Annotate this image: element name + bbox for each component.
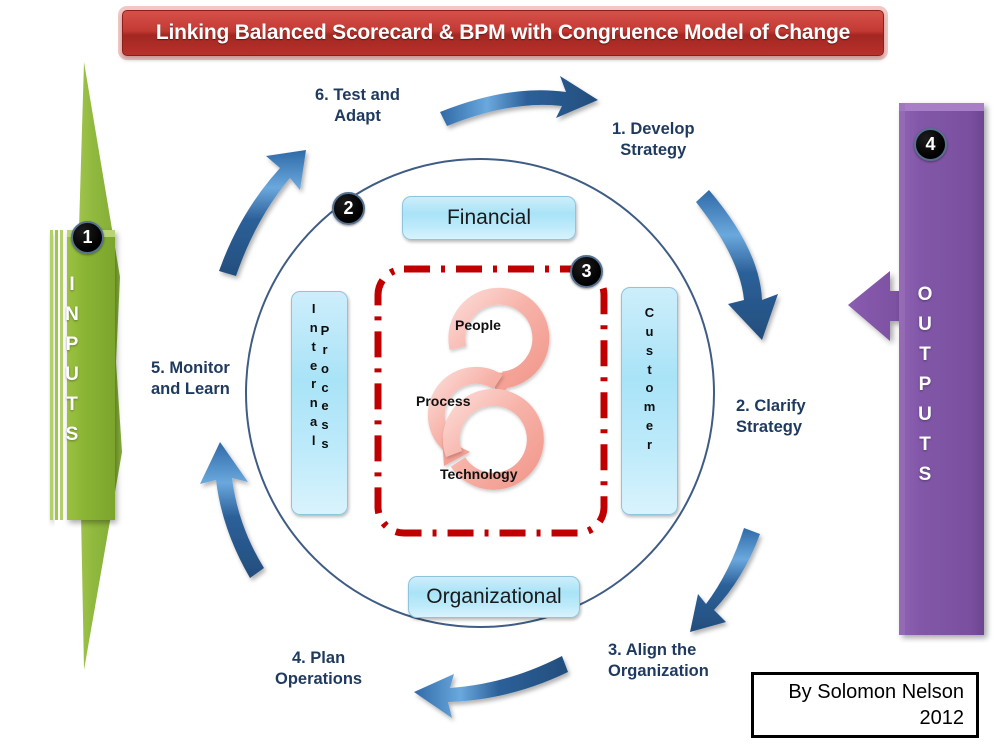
attribution-box: By Solomon Nelson 2012 <box>751 672 979 738</box>
congruence-model-frame <box>373 264 609 538</box>
step-label-5-monitor-and-learn: 5. Monitor and Learn <box>151 358 230 400</box>
process-letter: s <box>321 436 329 452</box>
step-4-line2: Operations <box>275 670 363 689</box>
process-letter: c <box>321 379 329 395</box>
customer-letter: r <box>646 436 653 452</box>
outputs-letter: U <box>918 404 932 426</box>
customer-letter: s <box>645 342 654 358</box>
step-3-line1: 3. Align the <box>608 641 697 659</box>
step-5-line1: 5. Monitor <box>151 359 230 377</box>
attribution-author: By Solomon Nelson <box>788 681 964 703</box>
internal-letter: a <box>310 414 318 430</box>
node-label-process: Process <box>416 393 471 409</box>
outputs-letter: O <box>917 284 933 305</box>
step-3-line2: Organization <box>608 662 709 681</box>
bsc-box-financial-label: Financial <box>446 206 532 229</box>
step-1-line1: 1. Develop <box>612 120 695 138</box>
internal-process-columns: I n t e r n a l P r o c e s s <box>310 300 330 454</box>
inputs-letter: U <box>65 364 79 386</box>
inputs-arrow-shape <box>18 62 140 670</box>
congruence-frame-svg <box>374 265 608 537</box>
internal-letter: t <box>311 338 316 354</box>
badge-1: 1 <box>71 221 104 254</box>
bsc-box-customer: C u s t o m e r <box>621 287 678 515</box>
customer-letter: u <box>645 323 654 339</box>
bsc-box-organizational-label: Organizational <box>426 585 562 608</box>
badge-3: 3 <box>570 255 603 288</box>
outputs-letter: P <box>918 374 932 396</box>
step-6-line2: Adapt <box>334 107 381 126</box>
outputs-letter: T <box>919 344 931 366</box>
outputs-letter: U <box>918 314 932 336</box>
step-1-line2: Strategy <box>620 141 687 160</box>
internal-letter: e <box>310 357 318 373</box>
outputs-label: O U T P U T S <box>908 280 942 490</box>
step-2-line1: 2. Clarify <box>736 397 806 415</box>
process-letter: P <box>320 323 330 338</box>
cycle-arrow-right-upper <box>696 190 778 340</box>
customer-letter: C <box>644 305 655 320</box>
step-5-line2: and Learn <box>151 380 230 399</box>
management-cycle-circle <box>245 158 715 628</box>
inputs-letter: T <box>66 394 78 416</box>
step-label-3-align-the-organization: 3. Align the Organization <box>608 640 709 682</box>
bsc-box-internal-label: I n t e r n a l <box>310 300 318 454</box>
outputs-letter: T <box>919 434 931 456</box>
cycle-arrow-bottom <box>414 656 568 718</box>
bsc-box-organizational: Organizational <box>408 576 580 618</box>
internal-letter: l <box>311 432 316 448</box>
step-4-line1: 4. Plan <box>291 649 346 667</box>
outputs-svg <box>848 103 984 635</box>
internal-letter: n <box>309 319 318 335</box>
step-label-4-plan-operations: 4. Plan Operations <box>275 648 362 690</box>
bsc-box-customer-label: C u s t o m e r <box>644 304 656 455</box>
inputs-letter: I <box>69 274 75 295</box>
process-letter: o <box>321 360 329 376</box>
cycle-arrow-left-lower <box>200 442 264 578</box>
ppt-arrows-svg <box>427 287 550 490</box>
bsc-box-financial: Financial <box>402 196 576 240</box>
customer-letter: o <box>645 380 654 396</box>
step-6-line1: 6. Test and <box>315 86 400 104</box>
inputs-label: I N P U T S <box>55 270 89 450</box>
badge-2: 2 <box>332 192 365 225</box>
bsc-box-process-label: P r o c e s s <box>321 322 330 454</box>
step-label-2-clarify-strategy: 2. Clarify Strategy <box>736 396 806 438</box>
technology-circular-arrow <box>442 388 544 490</box>
diagram-title-text: Linking Balanced Scorecard & BPM with Co… <box>155 21 851 44</box>
process-letter: e <box>321 398 329 414</box>
people-process-technology-group: People Process Technology <box>398 276 588 528</box>
bsc-box-internal-process: I n t e r n a l P r o c e s s <box>291 291 348 515</box>
node-label-people: People <box>455 317 501 333</box>
badge-4: 4 <box>914 128 947 161</box>
cycle-arrow-right-lower <box>690 528 760 632</box>
inputs-svg <box>50 62 122 670</box>
cycle-arrow-top <box>440 76 598 126</box>
customer-letter: m <box>643 399 656 415</box>
step-2-line2: Strategy <box>736 418 803 437</box>
diagram-title-banner: Linking Balanced Scorecard & BPM with Co… <box>122 10 884 56</box>
internal-letter: r <box>311 376 317 392</box>
inputs-letter: P <box>65 334 79 356</box>
outputs-arrow-shape <box>846 95 994 643</box>
step-label-1-develop-strategy: 1. Develop Strategy <box>612 119 695 161</box>
node-label-technology: Technology <box>440 466 518 482</box>
process-letter: s <box>321 417 329 433</box>
outputs-letter: S <box>918 464 932 486</box>
inputs-letter: S <box>65 424 79 446</box>
customer-letter: e <box>645 418 654 434</box>
inputs-letter: N <box>65 304 79 326</box>
attribution-year: 2012 <box>919 707 965 729</box>
customer-letter: t <box>647 361 652 377</box>
internal-letter: I <box>311 301 316 316</box>
step-label-6-test-and-adapt: 6. Test and Adapt <box>315 85 400 127</box>
process-letter: r <box>322 341 328 357</box>
internal-letter: n <box>309 395 318 411</box>
